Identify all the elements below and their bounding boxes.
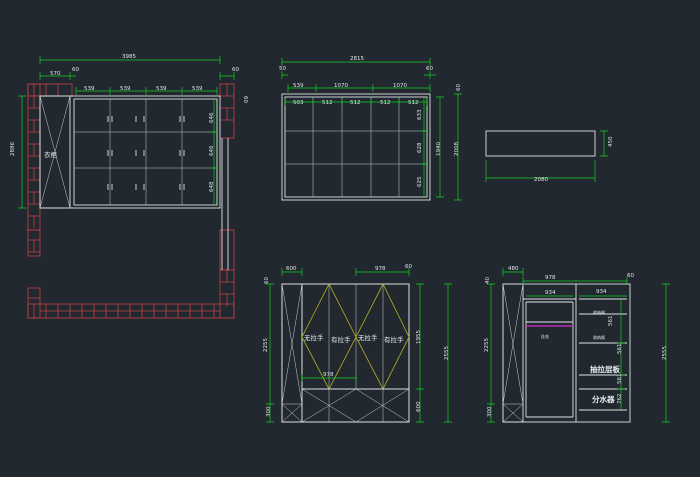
- section-dim-h2: 561: [617, 344, 623, 355]
- elev-dim-top2: 1070: [334, 83, 348, 89]
- box-dim-height: 450: [608, 136, 614, 147]
- front-dim-inner-w: 978: [323, 372, 334, 378]
- plan-dim-row3: 648: [209, 181, 215, 192]
- brick-wall: [27, 83, 235, 319]
- plan-dim-left-small: 60: [72, 67, 79, 73]
- plan-dim-seg3: 539: [156, 86, 167, 92]
- elev-dim-row1: 633: [417, 109, 423, 120]
- elev-dim-top3: 1070: [393, 83, 407, 89]
- section-dim-h4: 762: [617, 394, 623, 405]
- section-dim-width: 978: [545, 275, 556, 281]
- section-dim-h3: 561: [617, 374, 623, 385]
- front-dim-right-h: 1955: [416, 330, 422, 344]
- elev-dim-col2: 512: [322, 100, 333, 106]
- front-dim-left-w: 600: [286, 266, 297, 272]
- front-dim-base-h: 300: [266, 406, 272, 417]
- section-dim-left-h: 2255: [484, 338, 490, 352]
- plan-dim-right-small: 60: [232, 67, 239, 73]
- section-view: 挂衣 收纳格 收纳格 抽拉层板 分水器 480 978 60 934 934 5…: [484, 266, 670, 423]
- front-dim-top-small-r: 60: [405, 264, 412, 270]
- section-dim-total-h: 2555: [662, 346, 668, 360]
- door-label-2: 有拉手: [331, 335, 351, 344]
- plan-dim-seg1: 539: [84, 86, 95, 92]
- section-dim-h1: 561: [608, 316, 614, 327]
- plan-dim-row2: 646: [209, 145, 215, 156]
- door-label-3: 无拉手: [358, 333, 378, 342]
- front-dim-door-w: 978: [375, 266, 386, 272]
- plan-dim-side-gap: 60: [242, 96, 248, 103]
- door-label-4: 有拉手: [384, 335, 404, 344]
- section-dim-inner-w-l: 934: [545, 290, 556, 296]
- front-dim-total-h: 2555: [444, 346, 450, 360]
- plan-dim-left: 570: [50, 71, 61, 77]
- elev-dim-left-small: 50: [279, 66, 286, 72]
- plan-dim-row1: 646: [209, 112, 215, 123]
- section-dim-inner-w-r: 934: [596, 289, 607, 295]
- section-dim-base-h: 300: [487, 406, 493, 417]
- small-box: 2080 450: [485, 130, 614, 183]
- front-dim-left-h: 2255: [263, 338, 269, 352]
- plan-view: 衣柜 3985 570 60 60 539 539 539 539 646 64…: [10, 54, 248, 319]
- elevation-view: 2815 50 539 1070 1070 60 503 512 512 512…: [279, 56, 462, 201]
- front-view: 无拉手 有拉手 无拉手 有拉手 978 600 978 60 60 2255 3…: [263, 264, 452, 423]
- elev-dim-col4: 512: [380, 100, 391, 106]
- elev-dim-col5: 512: [408, 100, 419, 106]
- elev-dim-top1: 539: [293, 83, 304, 89]
- section-shelf1-label: 收纳格: [593, 309, 605, 315]
- elev-dim-row2: 628: [417, 142, 423, 153]
- front-dim-top-small: 60: [264, 277, 270, 284]
- plan-dim-height: 2886: [10, 142, 16, 156]
- plan-room-label: 衣柜: [44, 150, 58, 159]
- front-dim-base-r: 600: [416, 401, 422, 412]
- door-label-1: 无拉手: [304, 333, 324, 342]
- section-dim-top-small-r: 60: [627, 273, 634, 279]
- elev-dim-row3: 625: [417, 176, 423, 187]
- section-rod-label: 挂衣: [541, 333, 549, 339]
- elev-dim-outer-h: 2008: [454, 142, 460, 156]
- section-shelf2-label: 收纳格: [593, 334, 605, 340]
- section-drawer-label: 抽拉层板: [590, 364, 620, 374]
- elev-dim-col3: 512: [350, 100, 361, 106]
- plan-dim-overall: 3985: [122, 54, 136, 60]
- plan-dim-seg2: 539: [120, 86, 131, 92]
- elev-dim-col1: 503: [293, 100, 304, 106]
- section-dim-left-w: 480: [508, 266, 519, 272]
- elev-dim-right-small: 60: [426, 66, 433, 72]
- section-bottom-label: 分水器: [592, 394, 615, 404]
- box-dim-width: 2080: [534, 177, 548, 183]
- section-dim-top-small: 40: [485, 277, 491, 284]
- elev-dim-inner-h: 1940: [436, 142, 442, 156]
- elev-dim-right-small2: 60: [456, 84, 462, 91]
- elev-dim-overall: 2815: [350, 56, 364, 62]
- plan-dim-seg4: 539: [192, 86, 203, 92]
